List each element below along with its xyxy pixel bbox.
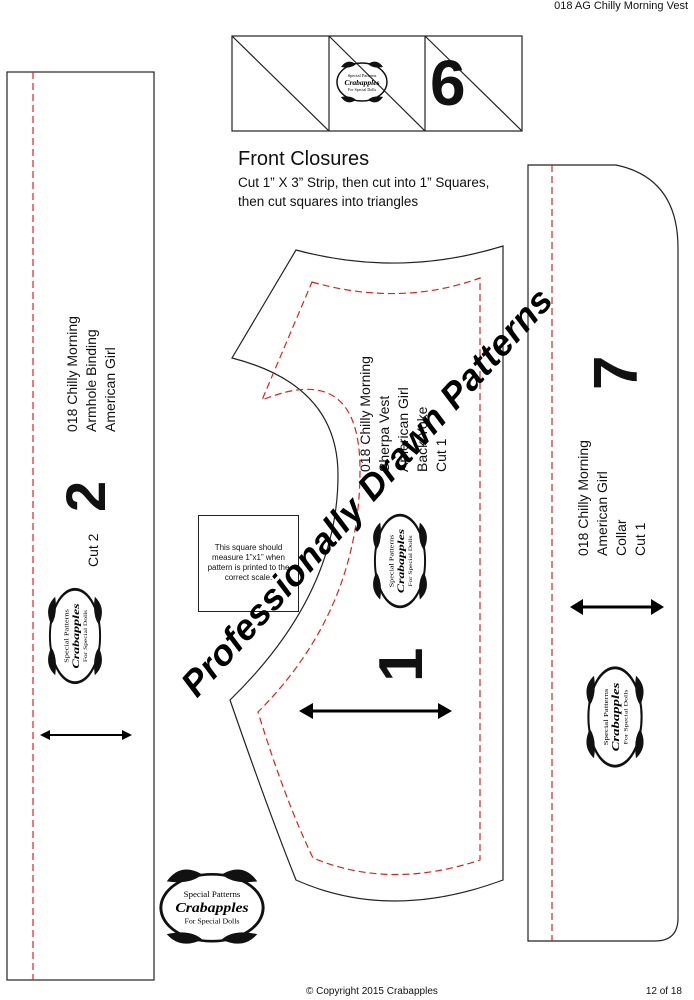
svg-text:For Special Dolls: For Special Dolls — [83, 609, 89, 662]
scale-check-square: This square should measure 1”x1” when pa… — [198, 515, 299, 612]
crabapples-logo: Special Patterns Crabapples For Special … — [332, 57, 392, 107]
piece-2-number: 2 — [54, 480, 117, 512]
piece-2-line-1: 018 Chilly Morning — [64, 316, 80, 432]
piece-7-line-2: American Girl — [594, 471, 610, 556]
svg-text:Crabapples: Crabapples — [175, 901, 249, 916]
piece-2-label: 018 Chilly Morning Armhole Binding Ameri… — [63, 316, 120, 432]
piece-2-outline — [6, 71, 155, 981]
piece-2-cut: Cut 2 — [85, 533, 101, 567]
svg-text:For Special Dolls: For Special Dolls — [408, 535, 414, 587]
svg-text:For Special Dolls: For Special Dolls — [185, 917, 240, 925]
piece-2-line-2: Armhole Binding — [83, 329, 99, 432]
piece-7-number: 7 — [582, 355, 651, 390]
page-number: 12 of 18 — [645, 986, 682, 997]
svg-text:Crabapples: Crabapples — [344, 78, 379, 87]
crabapples-logo: Special Patterns Crabapples For Special … — [367, 506, 433, 616]
svg-text:Crabapples: Crabapples — [610, 683, 621, 752]
document-title: 018 AG Chilly Morning Vest — [554, 0, 688, 12]
crabapples-logo: Special Patterns Crabapples For Special … — [153, 862, 271, 950]
svg-text:Special Patterns: Special Patterns — [64, 609, 71, 663]
piece-6-outline — [231, 35, 523, 132]
svg-text:Special Patterns: Special Patterns — [348, 73, 377, 78]
crabapples-logo: Special Patterns Crabapples For Special … — [42, 580, 108, 692]
piece-7-label: 018 Chilly Morning American Girl Collar … — [574, 440, 650, 556]
piece-2-grainline — [40, 730, 132, 740]
piece-1-number: 1 — [367, 647, 436, 682]
piece-1-seam-line — [257, 277, 481, 876]
piece-7-line-1: 018 Chilly Morning — [575, 440, 591, 556]
piece-7-line-4: Cut 1 — [632, 522, 648, 556]
copyright-text: © Copyright 2015 Crabapples — [306, 986, 438, 997]
piece-2-line-3: American Girl — [102, 347, 118, 432]
piece-6-number: 6 — [430, 47, 466, 119]
svg-text:For Special Dolls: For Special Dolls — [348, 87, 376, 92]
svg-text:Crabapples: Crabapples — [395, 529, 407, 594]
svg-text:Special Patterns: Special Patterns — [388, 534, 395, 587]
svg-text:For Special Dolls: For Special Dolls — [623, 689, 629, 744]
front-closures-line-1: Cut 1” X 3” Strip, then cut into 1” Squa… — [238, 175, 490, 190]
piece-7-line-3: Collar — [613, 519, 629, 556]
piece-1-outline — [229, 245, 504, 902]
svg-text:Crabapples: Crabapples — [70, 603, 81, 669]
front-closures-title: Front Closures — [238, 148, 370, 170]
svg-text:Special Patterns: Special Patterns — [602, 689, 609, 746]
piece-1-grainline — [299, 703, 452, 719]
piece-7-grainline — [570, 599, 664, 615]
front-closures-line-2: then cut squares into triangles — [238, 194, 419, 209]
crabapples-logo: Special Patterns Crabapples For Special … — [580, 658, 650, 776]
svg-text:Special Patterns: Special Patterns — [184, 891, 241, 899]
piece-7-outline — [527, 164, 679, 942]
